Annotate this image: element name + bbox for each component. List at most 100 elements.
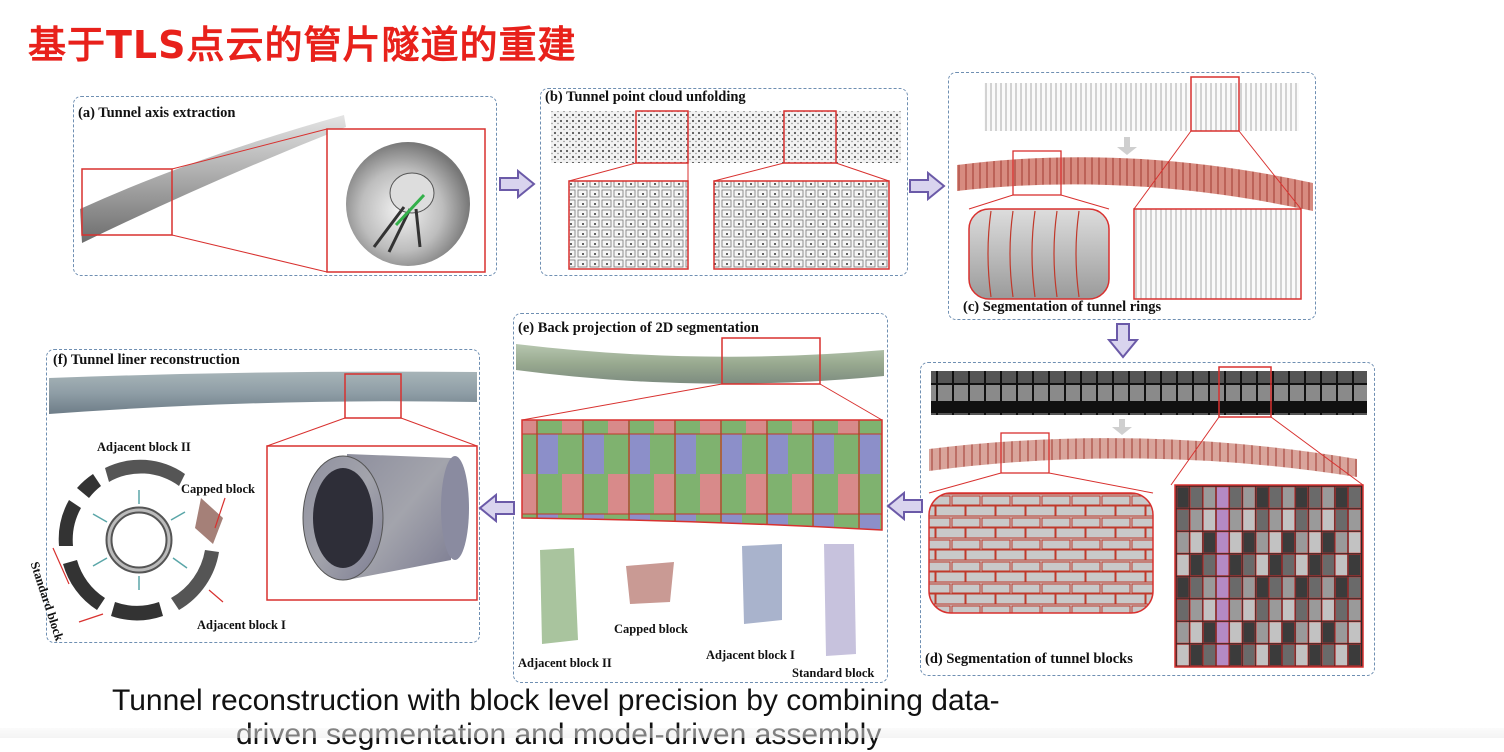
block-cell (1321, 554, 1335, 576)
block-cell (1335, 599, 1348, 621)
block-cell (1242, 531, 1256, 554)
block-cell (1176, 576, 1190, 599)
block-cell (1189, 554, 1203, 576)
caption-line-1: Tunnel reconstruction with block level p… (112, 684, 1000, 717)
block-cell (1216, 486, 1229, 509)
block-cell (1269, 509, 1282, 531)
f-adjacent-block-1-label: Adjacent block I (197, 618, 286, 632)
block-cell (1216, 599, 1229, 621)
block-cell (1189, 576, 1203, 599)
flow-arrow-icon (478, 492, 515, 524)
block-cell (1348, 531, 1361, 554)
block-cell (1176, 509, 1190, 531)
block-cell (1203, 644, 1216, 666)
block-zoom-left (928, 492, 1154, 614)
panel-a: (a) Tunnel axis extraction (73, 96, 497, 276)
block-cell (1242, 509, 1256, 531)
block-cell (1335, 531, 1348, 554)
block-cell (1216, 644, 1229, 666)
zoom-box (81, 168, 173, 236)
block-cell (1189, 486, 1203, 509)
block-cell (1335, 486, 1348, 509)
block-cell (1229, 554, 1243, 576)
block-cell (1229, 599, 1243, 621)
block-cell (1255, 509, 1269, 531)
block-cell (1229, 531, 1243, 554)
segmented-rings (957, 157, 1313, 211)
panel-b-label: (b) Tunnel point cloud unfolding (545, 89, 746, 105)
block-cell (1295, 509, 1309, 531)
block-cell (1203, 599, 1216, 621)
block-cell (1348, 644, 1361, 666)
block-cell (1229, 644, 1243, 666)
block-cell (1242, 644, 1256, 666)
block-cell (1335, 621, 1348, 644)
block-cell (1308, 599, 1322, 621)
block-cell (1255, 486, 1269, 509)
block-cell (1216, 554, 1229, 576)
block-cell (1308, 644, 1322, 666)
block-cell (1335, 644, 1348, 666)
block-cell (1269, 486, 1282, 509)
block-cell (1269, 554, 1282, 576)
block-cell (1295, 576, 1309, 599)
block-cell (1189, 509, 1203, 531)
block-cell (1348, 554, 1361, 576)
f-adjacent-block-2-label: Adjacent block II (97, 440, 191, 454)
tunnel-tube (80, 115, 346, 243)
block-cell (1203, 621, 1216, 644)
block-cell (1203, 509, 1216, 531)
block-cell (1321, 599, 1335, 621)
exploded-ring-diagram (52, 459, 226, 623)
block-cell (1242, 554, 1256, 576)
unfolded-blocks (931, 371, 1367, 415)
block-cell (1295, 531, 1309, 554)
block-cell (1269, 531, 1282, 554)
block-cell (1229, 509, 1243, 531)
block-cell (1189, 599, 1203, 621)
block-cell (1308, 576, 1322, 599)
block-cell (1321, 644, 1335, 666)
block-cell (1176, 599, 1190, 621)
block-segmentation-figure (928, 366, 1367, 668)
block-cell (1282, 509, 1295, 531)
block-cell (1269, 576, 1282, 599)
block-cell (1176, 621, 1190, 644)
block-cell (1335, 509, 1348, 531)
flow-arrow-icon (909, 170, 946, 202)
ring-segmentation-figure (957, 76, 1313, 300)
block-cell (1348, 509, 1361, 531)
block-cell (1216, 621, 1229, 644)
block-cell (1216, 576, 1229, 599)
unfolded-strip (551, 111, 901, 163)
block-cell (1282, 531, 1295, 554)
block-cell (1203, 576, 1216, 599)
e-adjacent-block-2-label: Adjacent block II (518, 656, 612, 670)
liner-reconstruction-figure (49, 371, 478, 623)
block-cell (1295, 554, 1309, 576)
block-cell (1282, 486, 1295, 509)
panel-d-label: (d) Segmentation of tunnel blocks (925, 651, 1133, 667)
block-cell (1176, 486, 1190, 509)
block-cell (1308, 486, 1322, 509)
block-cell (1242, 576, 1256, 599)
block-cell (1255, 576, 1269, 599)
block-cell (1229, 621, 1243, 644)
block-cell (1255, 621, 1269, 644)
block-cell (1216, 531, 1229, 554)
panel-f: (f) Tunnel liner reconstruction Adjacent… (28, 349, 480, 643)
block-cell (1229, 576, 1243, 599)
unfolding-figure (551, 110, 901, 270)
block-cell (1242, 621, 1256, 644)
slide-title: 基于TLS点云的管片隧道的重建 (28, 23, 577, 67)
block-cell (1203, 531, 1216, 554)
panel-d: (d) Segmentation of tunnel blocks (920, 362, 1375, 676)
block-cell (1282, 599, 1295, 621)
block-cell (1269, 621, 1282, 644)
block-cell (1348, 576, 1361, 599)
block-cell (1308, 509, 1322, 531)
e-capped-block-label: Capped block (614, 622, 688, 636)
block-cell (1176, 554, 1190, 576)
block-cell (1242, 486, 1256, 509)
block-cell (1295, 644, 1309, 666)
